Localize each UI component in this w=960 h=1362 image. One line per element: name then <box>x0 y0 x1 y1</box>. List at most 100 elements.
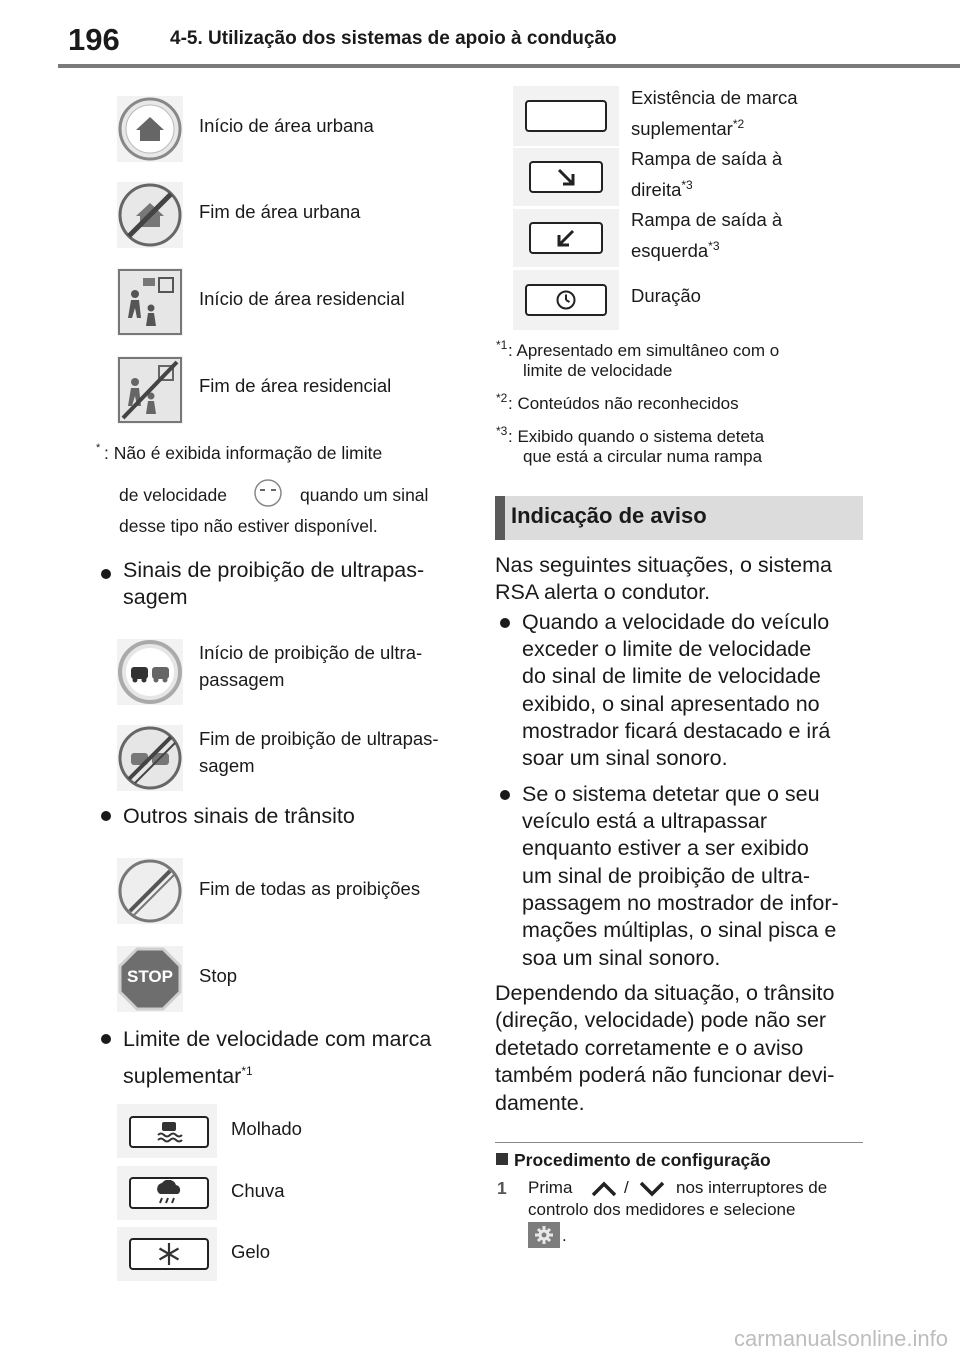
duration-label: Duração <box>631 285 701 306</box>
end-all-prohibitions-sign-icon <box>117 858 183 924</box>
supplementary-mark-icon <box>513 86 619 146</box>
bullet-dot <box>101 1034 111 1044</box>
chevron-down-icon <box>637 1180 667 1198</box>
header-divider <box>58 64 960 68</box>
footnote-ref: *2 <box>732 117 745 131</box>
footnote-ref: *1 <box>241 1064 253 1078</box>
residential-start-sign-icon <box>117 268 183 336</box>
exit-left-line2: esquerda <box>631 240 709 262</box>
footnote-2-line1: : Conteúdos não reconhecidos <box>508 394 739 413</box>
footnote-ref: *3 <box>681 178 693 192</box>
end-all-prohibitions-label: Fim de todas as proibições <box>199 878 421 899</box>
other-signs-heading: Outros sinais de trânsito <box>123 804 355 828</box>
ice-label: Gelo <box>231 1241 271 1262</box>
paragraph-line4: também poderá não funcionar devi- <box>495 1063 835 1087</box>
procedure-divider <box>495 1142 863 1143</box>
note-line3: desse tipo não estiver disponível. <box>119 516 378 536</box>
gear-icon <box>528 1222 560 1248</box>
no-overtaking-start-line2: passagem <box>199 669 285 690</box>
bullet-dot <box>500 618 510 628</box>
bullet-dot <box>500 790 510 800</box>
intro-line1: Nas seguintes situações, o sistema <box>495 553 832 577</box>
exit-right-line1: Rampa de saída à <box>631 148 783 169</box>
no-overtaking-end-line2: sagem <box>199 755 255 776</box>
supplementary-mark-line1: Existência de marca <box>631 87 798 108</box>
arrow-down-left-icon <box>513 209 619 267</box>
stop-label: Stop <box>199 965 238 986</box>
procedure-square-icon <box>496 1153 508 1165</box>
snowflake-icon <box>117 1227 217 1281</box>
no-overtaking-sign-icon <box>117 639 183 705</box>
residential-end-sign-icon <box>117 356 183 424</box>
stop-sign-text: STOP <box>127 967 173 986</box>
bullet2-line3: enquanto estiver a ser exibido <box>522 836 809 860</box>
urban-start-sign-icon <box>117 96 183 162</box>
bullet2-line1: Se o sistema detetar que o seu <box>522 782 820 806</box>
paragraph-line2: (direção, velocidade) pode não ser <box>495 1008 827 1032</box>
supplementary-mark-line2: suplementar <box>631 118 733 140</box>
chapter-title: 4-5. Utilização dos sistemas de apoio à … <box>170 28 617 49</box>
bullet2-line7: soa um sinal sonoro. <box>522 946 721 970</box>
urban-start-label: Início de área urbana <box>199 115 374 136</box>
overtaking-heading-line1: Sinais de proibição de ultrapas- <box>123 558 425 582</box>
exit-right-line2: direita <box>631 179 682 201</box>
bullet1-line1: Quando a velocidade do veículo <box>522 610 830 634</box>
bullet2-line5: passagem no mostrador de infor- <box>522 891 839 915</box>
bullet1-line2: exceder o limite de velocidade <box>522 637 812 661</box>
overtaking-heading-line2: sagem <box>123 585 188 609</box>
footnote-1-line2: limite de velocidade <box>523 361 673 380</box>
bullet2-line4: um sinal de proibição de ultra- <box>522 864 811 888</box>
residential-end-label: Fim de área residencial <box>199 375 392 396</box>
no-overtaking-end-line1: Fim de proibição de ultrapas- <box>199 728 439 749</box>
bullet2-line2: veículo está a ultrapassar <box>522 809 767 833</box>
bullet1-line6: soar um sinal sonoro. <box>522 746 728 770</box>
note-line1: : Não é exibida informação de limite <box>104 443 383 463</box>
end-no-overtaking-sign-icon <box>117 725 183 791</box>
bullet1-line5: mostrador ficará destacado e irá <box>522 719 831 743</box>
paragraph-line5: damente. <box>495 1091 585 1115</box>
stop-sign-icon: STOP <box>117 946 183 1012</box>
rain-label: Chuva <box>231 1180 285 1201</box>
wet-road-icon <box>117 1104 217 1158</box>
footnote-1-line1: : Apresentado em simultâneo com o <box>508 341 780 360</box>
speed-limit-heading-line1: Limite de velocidade com marca <box>123 1027 432 1051</box>
exit-left-line1: Rampa de saída à <box>631 209 783 230</box>
paragraph-line3: detetado corretamente e o aviso <box>495 1036 804 1060</box>
note-line2b: quando um sinal <box>300 485 429 505</box>
footnote-3-mark: *3 <box>496 424 508 438</box>
bullet-dot <box>101 569 111 579</box>
footnote-2-mark: *2 <box>496 391 508 405</box>
footnote-ref: *3 <box>708 239 720 253</box>
footnote-3-line1: : Exibido quando o sistema deteta <box>508 427 765 446</box>
procedure-title: Procedimento de configuração <box>514 1150 771 1170</box>
watermark: carmanualsonline.info <box>733 1326 948 1351</box>
speed-limit-heading-line2: suplementar <box>123 1064 242 1089</box>
intro-line2: RSA alerta o condutor. <box>495 580 711 604</box>
footnote-1-mark: *1 <box>496 338 508 352</box>
step-line2: controlo dos medidores e selecione <box>528 1200 796 1219</box>
rain-cloud-icon <box>117 1166 217 1220</box>
page-number: 196 <box>68 22 120 57</box>
step-text-b: nos interruptores de <box>676 1178 828 1197</box>
urban-end-label: Fim de área urbana <box>199 201 361 222</box>
section-header-bar <box>495 496 863 540</box>
note-marker: * <box>96 442 101 454</box>
paragraph-line1: Dependendo da situação, o trânsito <box>495 981 835 1005</box>
bullet-dot <box>101 811 111 821</box>
note-line2a: de velocidade <box>119 485 227 505</box>
step-number: 1 <box>497 1178 507 1198</box>
step-separator: / <box>624 1178 629 1197</box>
footnote-3-line2: que está a circular numa rampa <box>523 447 763 466</box>
step-end: . <box>562 1226 567 1245</box>
no-overtaking-start-line1: Início de proibição de ultra- <box>199 642 423 663</box>
clock-icon <box>513 270 619 330</box>
bullet1-line3: do sinal de limite de velocidade <box>522 664 821 688</box>
section-title: Indicação de aviso <box>511 503 707 528</box>
step-text-a: Prima <box>528 1178 573 1197</box>
no-speed-info-icon <box>251 478 285 508</box>
urban-end-sign-icon <box>117 182 183 248</box>
chevron-up-icon <box>589 1180 619 1198</box>
bullet1-line4: exibido, o sinal apresentado no <box>522 692 820 716</box>
residential-start-label: Início de área residencial <box>199 288 405 309</box>
arrow-down-right-icon <box>513 148 619 206</box>
